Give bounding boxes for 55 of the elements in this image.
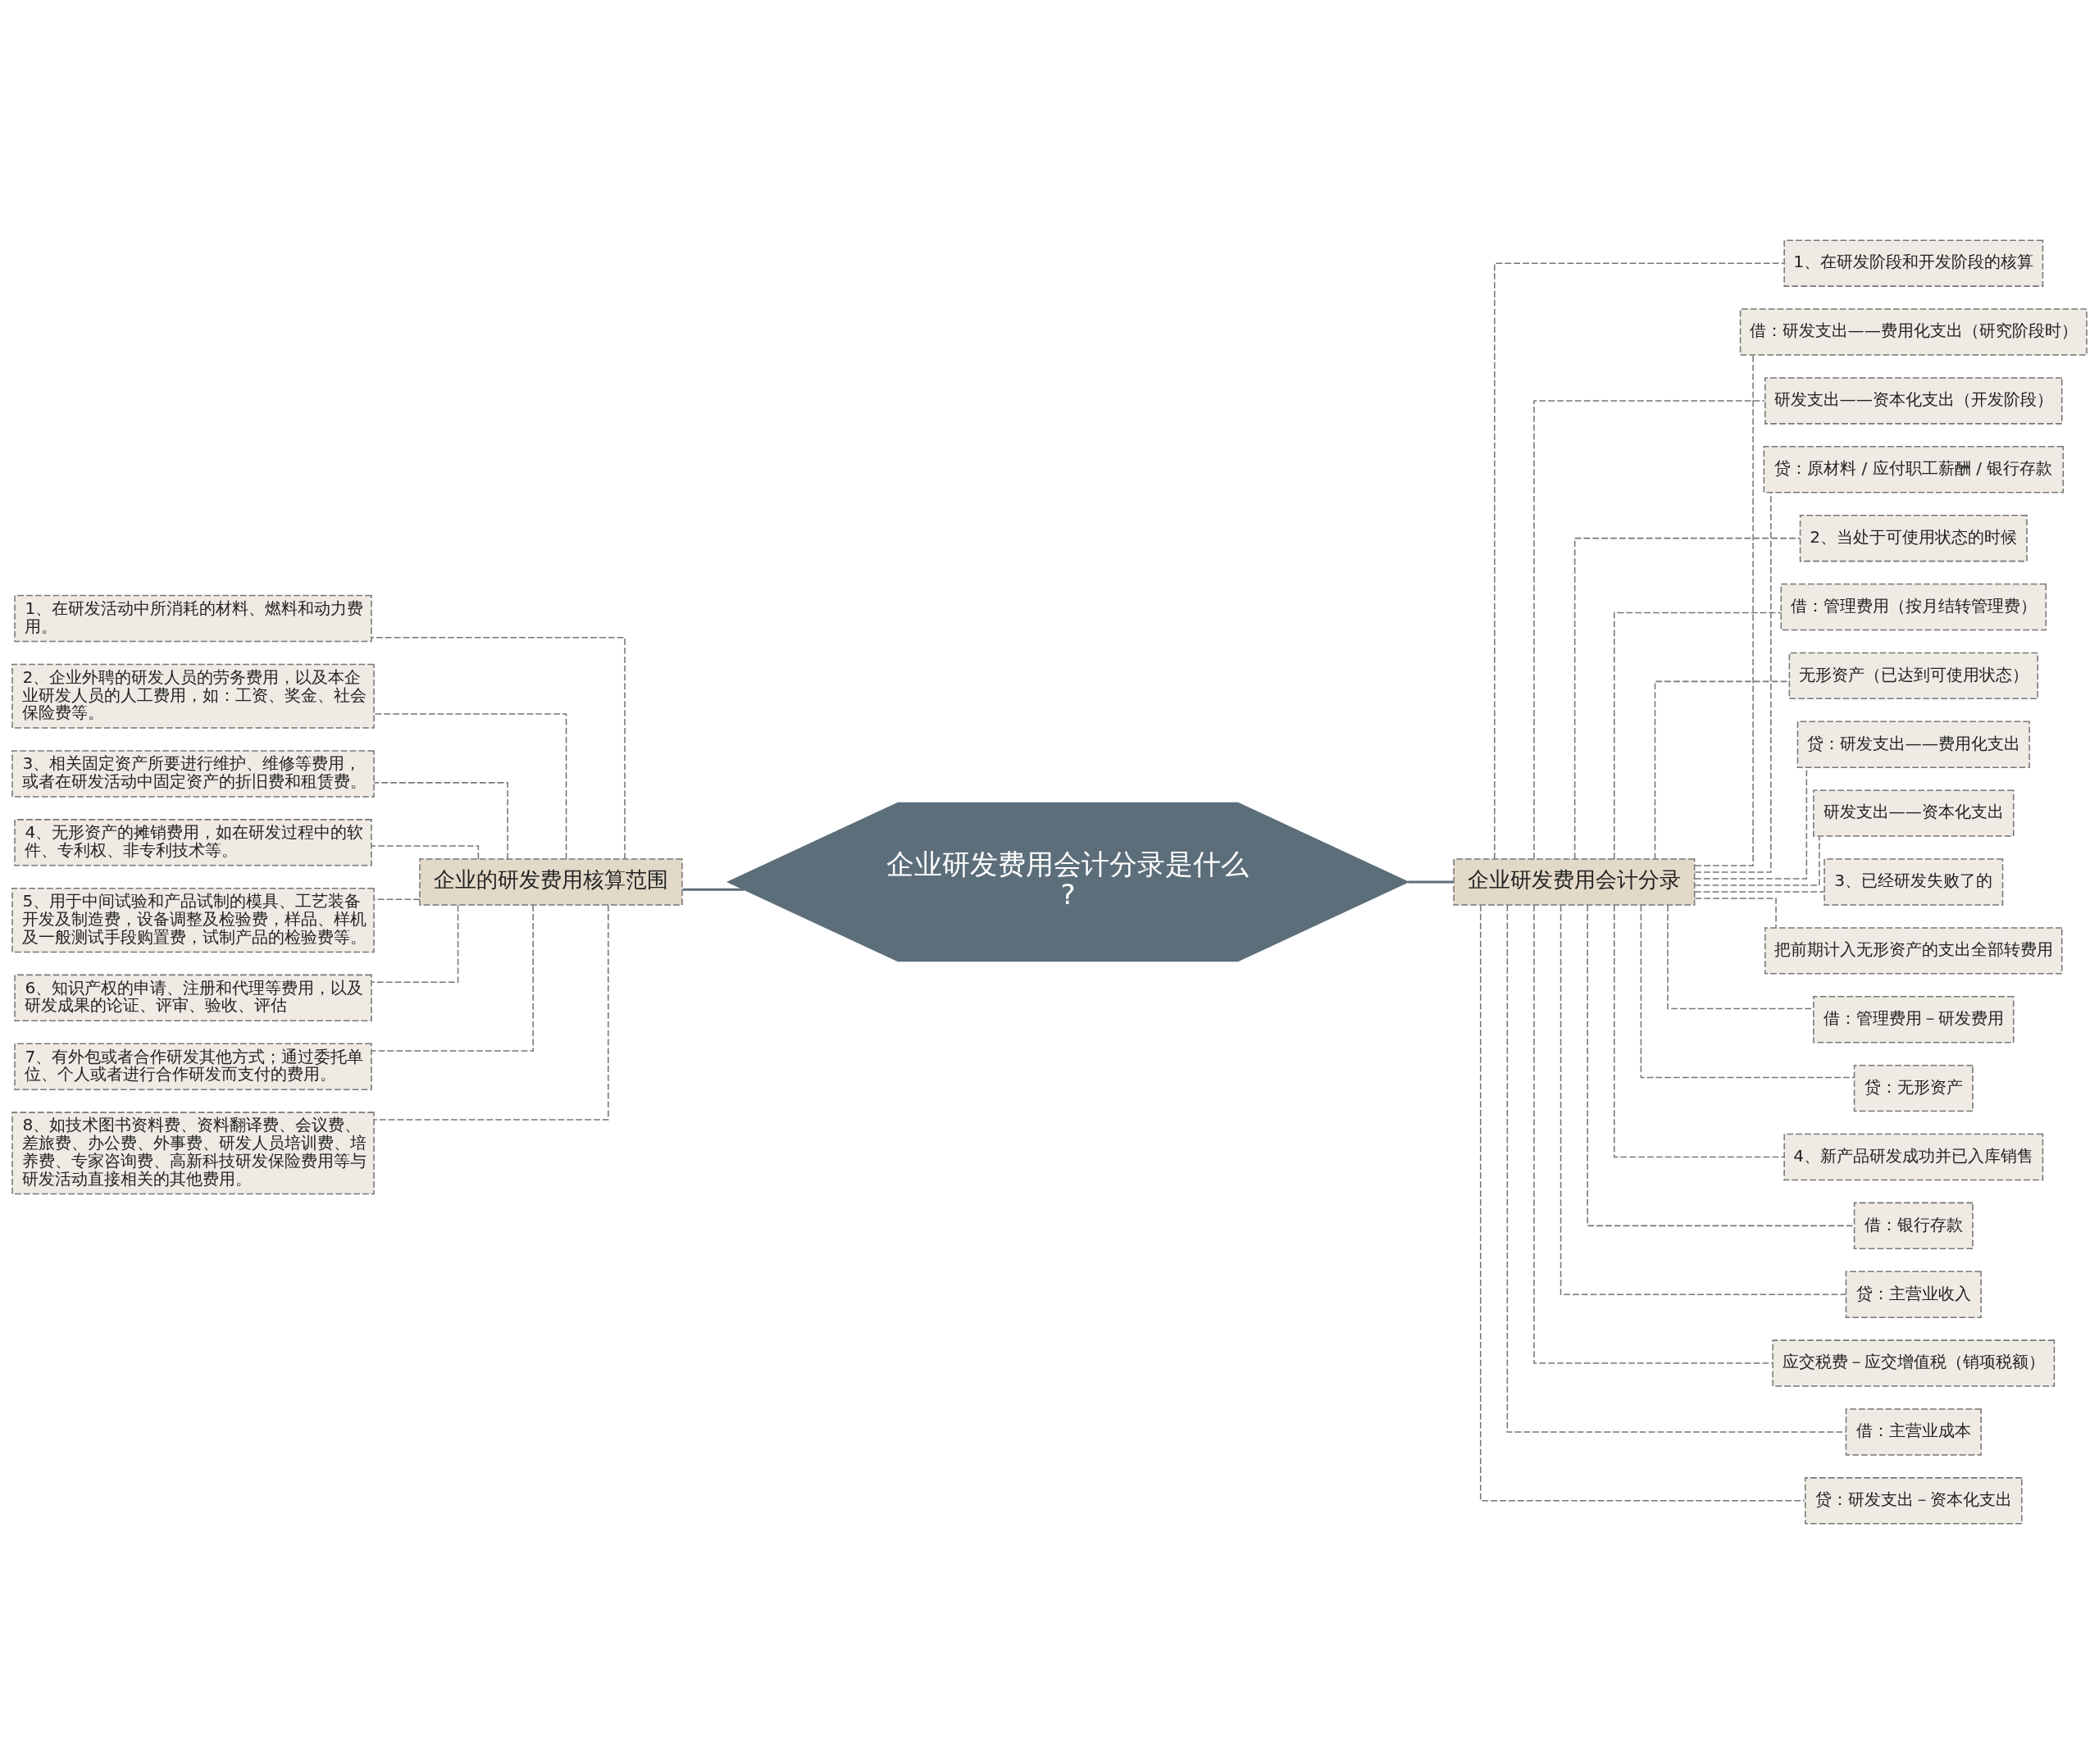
node-box: 企业研发费用会计分录: [1453, 858, 1696, 906]
node-box: 3、已经研发失败了的: [1824, 858, 2004, 906]
connector: [1506, 904, 1847, 1433]
connector: [371, 904, 459, 983]
connector: [682, 888, 744, 891]
node-box: 贷：原材料 / 应付职工薪酬 / 银行存款: [1763, 446, 2065, 493]
connector: [1533, 904, 1773, 1364]
connector: [1694, 492, 1772, 873]
node-box: 借：管理费用－研发费用: [1813, 996, 2015, 1043]
node-box: 借：银行存款: [1853, 1202, 1974, 1250]
connector: [1694, 898, 1777, 929]
node-box: 3、相关固定资产所要进行维护、维修等费用，或者在研发活动中固定资产的折旧费和租赁费。: [11, 750, 375, 798]
node-box: 无形资产（已达到可使用状态）: [1788, 652, 2038, 700]
connector: [1479, 904, 1805, 1502]
connector: [1573, 537, 1801, 860]
connector: [373, 782, 508, 860]
node-box: 7、有外包或者合作研发其他方式；通过委托单位、个人或者进行合作研发而支付的费用。: [14, 1043, 372, 1090]
node-box: 借：主营业成本: [1845, 1408, 1982, 1456]
connector: [371, 904, 534, 1052]
connector: [373, 904, 609, 1121]
connector: [1494, 262, 1785, 860]
connector: [371, 845, 480, 860]
node-box: 借：管理费用（按月结转管理费）: [1780, 583, 2047, 631]
connector: [1587, 904, 1855, 1227]
connector: [371, 637, 626, 860]
connector: [1694, 354, 1754, 866]
connector: [1694, 835, 1820, 886]
connector: [1614, 611, 1782, 860]
connector: [1640, 904, 1855, 1079]
connector: [1408, 880, 1454, 884]
node-box: 2、当处于可使用状态的时候: [1799, 514, 2028, 562]
node-box: 贷：主营业收入: [1845, 1271, 1982, 1318]
node-box: 贷：无形资产: [1853, 1064, 1974, 1112]
connector: [373, 898, 421, 900]
node-box: 1、在研发活动中所消耗的材料、燃料和动力费用。: [14, 594, 372, 643]
node-box: 应交税费－应交增值税（销项税额）: [1772, 1339, 2056, 1387]
connector: [1614, 904, 1785, 1158]
node-box: 1、在研发阶段和开发阶段的核算: [1783, 239, 2044, 287]
connector: [373, 713, 567, 860]
connector: [1559, 904, 1847, 1295]
connector: [1694, 891, 1825, 893]
node-box: 贷：研发支出——费用化支出: [1796, 721, 2030, 768]
node-box: 把前期计入无形资产的支出全部转费用: [1764, 927, 2063, 975]
node-box: 6、知识产权的申请、注册和代理等费用，以及研发成果的论证、评审、验收、评估: [14, 974, 372, 1022]
node-box: 2、企业外聘的研发人员的劳务费用，以及本企业研发人员的人工费用，如：工资、奖金、社会保险费等。: [11, 663, 375, 729]
node-box: 4、无形资产的摊销费用，如在研发过程中的软件、专利权、非专利技术等。: [14, 819, 372, 866]
node-box: 研发支出——资本化支出: [1813, 789, 2015, 837]
node-box: 贷：研发支出－资本化支出: [1805, 1477, 2023, 1525]
node-box: 8、如技术图书资料费、资料翻译费、会议费、差旅费、办公费、外事费、研发人员培训费、培养费、专家咨询费、高新科技研发保险费用等与研发活动直接相关的其他费用。: [11, 1112, 375, 1195]
node-box: 企业的研发费用核算范围: [419, 858, 683, 906]
node-box: 4、新产品研发成功并已入库销售: [1783, 1133, 2044, 1181]
node-box: 5、用于中间试验和产品试制的模具、工艺装备开发及制造费，设备调整及检验费，样品、样机及一般测试手段购置费，试制产品的检验费等。: [11, 888, 375, 953]
node-box: 借：研发支出——费用化支出（研究阶段时）: [1739, 308, 2088, 356]
node-box: 研发支出——资本化支出（开发阶段）: [1764, 377, 2063, 425]
connector: [1533, 400, 1765, 860]
